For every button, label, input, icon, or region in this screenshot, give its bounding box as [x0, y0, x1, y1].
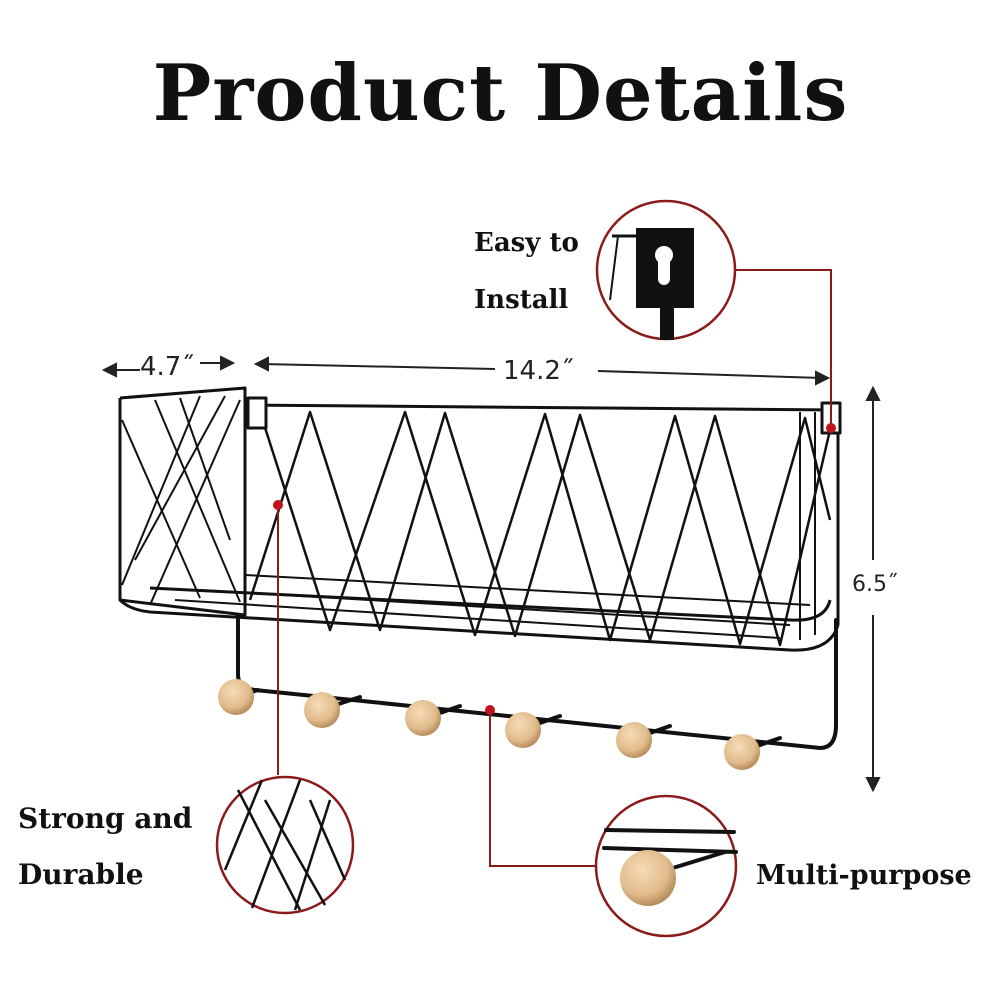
wire-basket — [118, 386, 842, 652]
callout-dot — [485, 705, 495, 715]
width-arrow — [253, 356, 831, 386]
wooden-knobs — [218, 679, 760, 770]
width-dimension-label: 14.2˝ — [503, 356, 574, 386]
multi-detail-circle — [594, 794, 738, 938]
knob — [505, 712, 541, 748]
install-callout-line2: Install — [474, 285, 569, 315]
height-dimension-label: 6.5˝ — [852, 572, 898, 597]
install-detail-circle — [595, 199, 737, 341]
depth-dimension-label: 4.7˝ — [140, 352, 195, 382]
strong-callout-line1: Strong and — [18, 802, 193, 835]
callout-dot — [273, 500, 283, 510]
strong-detail-circle — [215, 775, 355, 915]
knob — [218, 679, 254, 715]
knob — [405, 700, 441, 736]
height-arrow — [865, 385, 881, 793]
callout-dot — [826, 423, 836, 433]
knob — [620, 850, 676, 906]
callout-lines — [277, 269, 832, 867]
install-callout-line1: Easy to — [474, 228, 579, 258]
strong-callout-line2: Durable — [18, 858, 144, 891]
knob — [724, 734, 760, 770]
page-title: Product Details — [152, 48, 849, 139]
depth-arrow — [101, 355, 236, 378]
knob — [616, 722, 652, 758]
knob — [304, 692, 340, 728]
multi-callout-label: Multi-purpose — [756, 860, 972, 891]
